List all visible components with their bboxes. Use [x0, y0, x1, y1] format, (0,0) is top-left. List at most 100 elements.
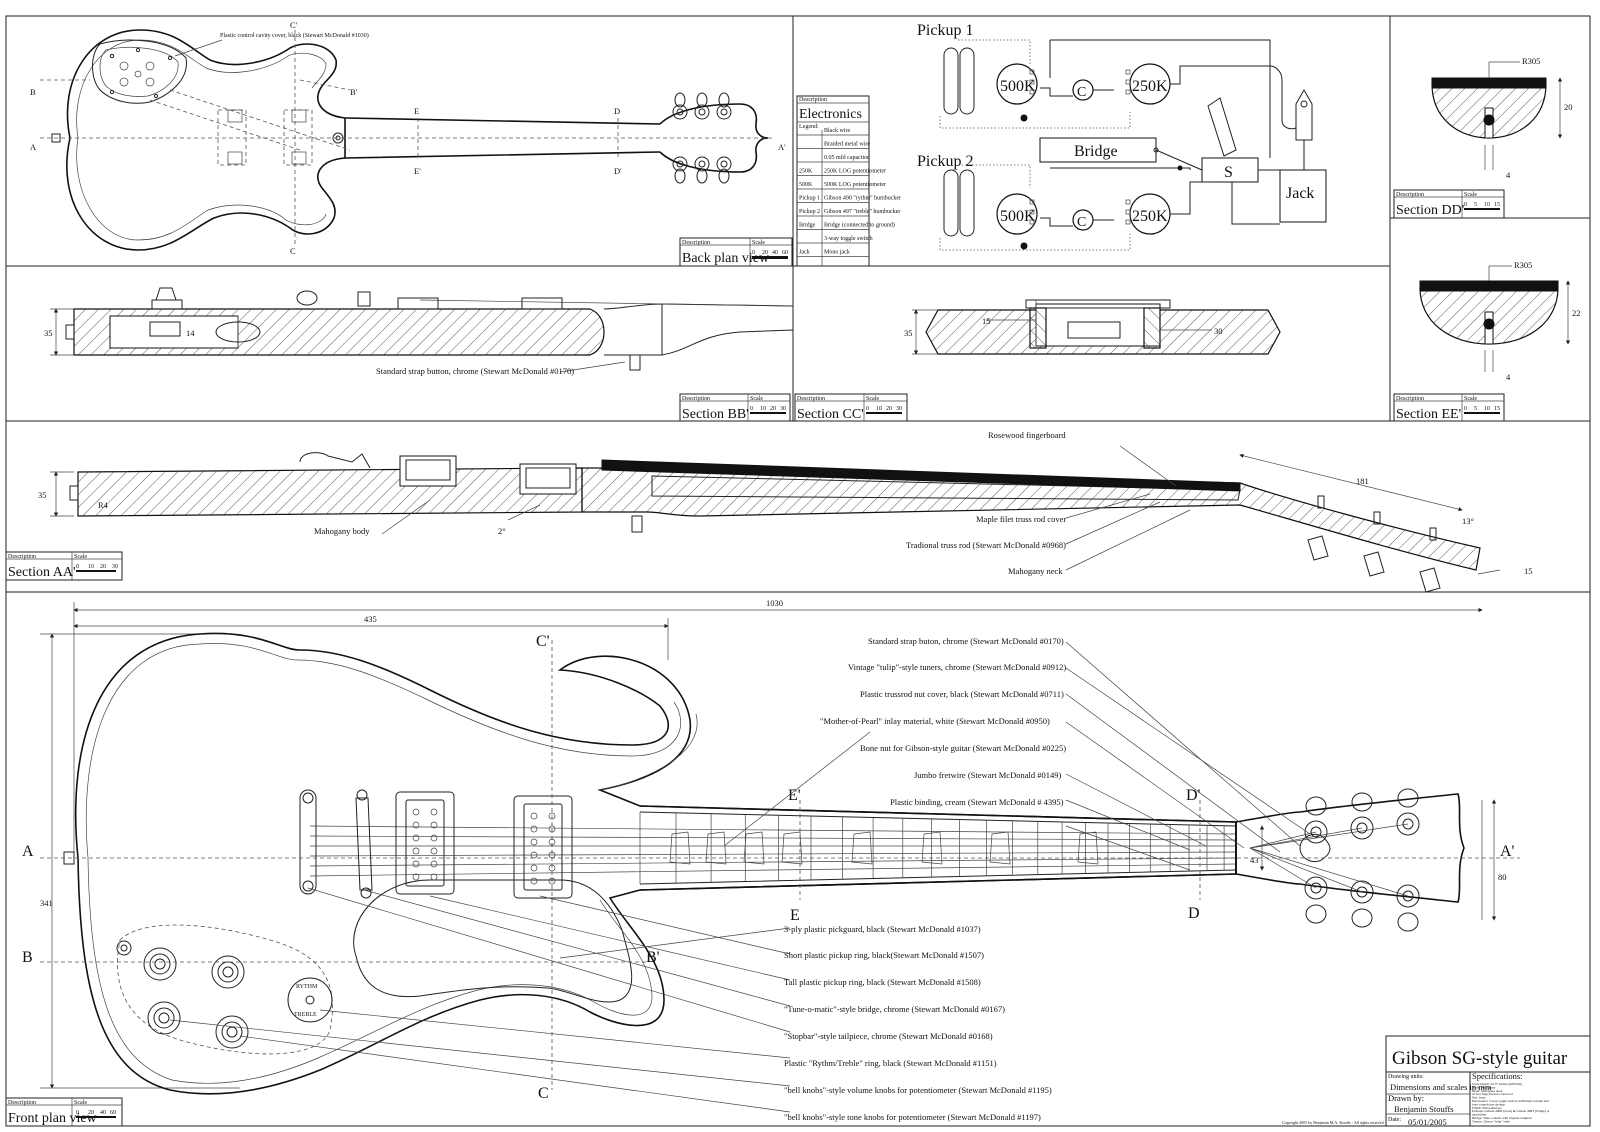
- svg-text:Description: Description: [797, 396, 825, 402]
- svg-text:20: 20: [100, 564, 106, 570]
- marker-d-prime: D': [614, 166, 622, 176]
- svg-text:10: 10: [1484, 202, 1490, 208]
- pole-piece: [412, 821, 420, 829]
- svg-text:Section BB': Section BB': [682, 407, 749, 422]
- svg-text:5: 5: [1474, 406, 1477, 412]
- callout-leaders: [169, 641, 1311, 1113]
- pickup-2: [943, 169, 975, 237]
- svg-text:250K: 250K: [1132, 208, 1168, 225]
- spec-line: Pickups: Gibson 490R (neck) & Gibson 498…: [1472, 1109, 1550, 1113]
- svg-text:20: 20: [762, 250, 768, 256]
- svg-text:60: 60: [782, 250, 788, 256]
- svg-text:"Mother-of-Pearl" inlay materi: "Mother-of-Pearl" inlay material, white …: [820, 716, 1050, 726]
- tuner-button: [1305, 904, 1327, 924]
- svg-text:20: 20: [1564, 102, 1573, 112]
- svg-text:0: 0: [1464, 202, 1467, 208]
- svg-text:10: 10: [760, 406, 766, 412]
- svg-text:Drawn by:: Drawn by:: [1388, 1093, 1424, 1103]
- legend-text: 500K LOG potentiometer: [824, 182, 886, 188]
- callouts-bottom: 3-ply plastic pickguard, black (Stewart …: [784, 924, 1052, 1122]
- legend-text: Mono jack: [824, 250, 850, 256]
- section-cc-title: Description Scale Section CC' 0 10 20 30: [794, 393, 908, 422]
- inlay: [921, 831, 943, 865]
- svg-text:Scale: Scale: [74, 1100, 87, 1106]
- svg-text:D: D: [1188, 905, 1200, 922]
- svg-text:C': C': [536, 633, 550, 650]
- svg-text:15: 15: [1494, 406, 1500, 412]
- legend-symbol: Pickup 1: [799, 196, 820, 202]
- front-plan-view: 1030 435 341: [5, 598, 1520, 1127]
- svg-text:Date:: Date:: [1388, 1117, 1401, 1123]
- svg-text:Scale: Scale: [752, 240, 765, 246]
- svg-text:R305: R305: [1522, 56, 1540, 66]
- svg-text:35: 35: [38, 490, 47, 500]
- tuner-bushing: [1350, 880, 1374, 904]
- svg-text:D': D': [1186, 787, 1201, 804]
- legend-text: 250K LOG potentiometer: [824, 169, 886, 175]
- inlays: [669, 831, 1099, 865]
- svg-text:1030: 1030: [766, 598, 783, 608]
- back-plan-title-block: Description Scale Back plan view 0 20 40…: [679, 237, 793, 267]
- svg-text:Description: Description: [1396, 192, 1424, 198]
- marker-b-prime: B': [350, 87, 358, 97]
- svg-text:80: 80: [1498, 872, 1507, 882]
- svg-text:"bell knobs"-style tone knobs: "bell knobs"-style tone knobs for potent…: [784, 1112, 1041, 1122]
- spec-line: equivalent: [1472, 1113, 1486, 1117]
- svg-text:Description: Description: [682, 240, 710, 246]
- cover-screws: [109, 47, 173, 99]
- svg-text:35: 35: [904, 328, 913, 338]
- svg-text:341: 341: [40, 898, 53, 908]
- pot-500k-1: [996, 63, 1038, 105]
- pickup-1: [943, 47, 975, 115]
- svg-text:30: 30: [1214, 326, 1223, 336]
- spec-line: tone controls per pickup: [1472, 1102, 1505, 1106]
- svg-text:3-ply plastic pickguard, black: 3-ply plastic pickguard, black (Stewart …: [784, 924, 981, 934]
- pole-piece: [530, 825, 538, 833]
- legend-title: Electronics: [799, 107, 862, 122]
- pole-piece: [430, 860, 438, 868]
- svg-text:15: 15: [1524, 566, 1533, 576]
- svg-text:0: 0: [866, 406, 869, 412]
- marker-e: E: [414, 106, 419, 116]
- svg-text:10: 10: [88, 564, 94, 570]
- svg-text:Jack: Jack: [1286, 185, 1314, 202]
- svg-text:R4: R4: [98, 500, 109, 510]
- spec-line: Body: mahogany: [1472, 1085, 1496, 1089]
- electronics-schematic: Pickup 1 Pickup 2 500K 250K 500K 250K C …: [917, 22, 1327, 251]
- legend-symbol: 250K: [799, 169, 813, 175]
- svg-text:Plastic "Rythm/Treble" ring, b: Plastic "Rythm/Treble" ring, black (Stew…: [784, 1058, 997, 1068]
- svg-text:35: 35: [44, 328, 53, 338]
- pole-piece: [412, 808, 420, 816]
- tuner-button: [1351, 792, 1373, 812]
- legend-text: Gibson 497 "treble" humbucker: [824, 209, 900, 215]
- section-ee-title: Description Scale Section EE' 0 5 10 15: [1393, 393, 1505, 422]
- legend-symbol: Pickup 2: [799, 209, 820, 215]
- inlay: [705, 831, 727, 865]
- svg-text:0: 0: [1464, 406, 1467, 412]
- spec-line: Finish: Nitrocellulose: [1472, 1106, 1502, 1110]
- tuner-bushing: [1304, 820, 1328, 844]
- svg-text:Short plastic pickup ring, bla: Short plastic pickup ring, black(Stewart…: [784, 950, 984, 960]
- treble-label: TREBLE: [294, 1012, 317, 1018]
- spec-line: Bridge: Tune-o-matic with Stopbar tailpi…: [1472, 1116, 1532, 1120]
- legend-symbol: Jack: [799, 250, 810, 256]
- svg-text:0: 0: [750, 406, 753, 412]
- legend-symbol: Bridge: [799, 223, 816, 229]
- svg-text:60: 60: [110, 1110, 116, 1116]
- svg-text:R305: R305: [1514, 260, 1532, 270]
- legend-symbol: 500K: [799, 182, 813, 188]
- svg-text:Tradional truss rod (Stewart M: Tradional truss rod (Stewart McDonald #0…: [906, 540, 1066, 550]
- back-plan-view: Plastic control cavity cover, black (Ste…: [30, 20, 793, 267]
- svg-text:"Tune-o-matic"-style bridge, c: "Tune-o-matic"-style bridge, chrome (Ste…: [784, 1004, 1005, 1014]
- tuner-button: [1397, 788, 1419, 808]
- svg-text:15: 15: [1494, 202, 1500, 208]
- svg-text:Section AA': Section AA': [8, 565, 75, 580]
- svg-text:0: 0: [76, 1110, 79, 1116]
- spec-line: Head: mahogany neck: [1472, 1089, 1503, 1093]
- svg-text:20: 20: [886, 406, 892, 412]
- svg-text:Description: Description: [799, 97, 827, 103]
- section-dd: R305 20 4 Description Scale Section DD' …: [1393, 56, 1573, 219]
- spec-line: Electronics: 3-way toggle switch, indivi…: [1472, 1099, 1549, 1104]
- svg-text:Section EE': Section EE': [1396, 407, 1461, 422]
- svg-text:30: 30: [780, 406, 786, 412]
